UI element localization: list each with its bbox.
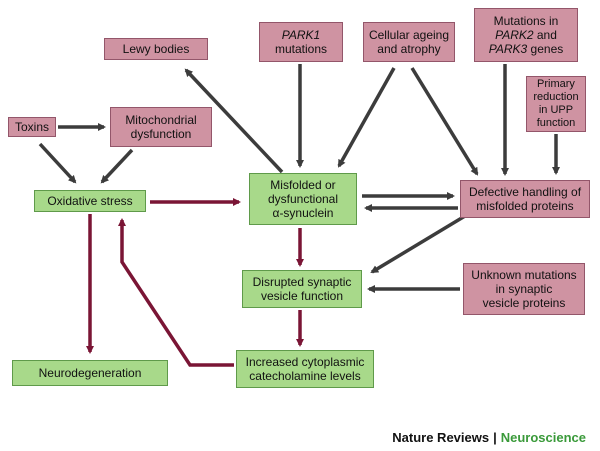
- node-increased-line2: catecholamine levels: [249, 369, 361, 383]
- node-defective-line2: misfolded proteins: [476, 199, 574, 213]
- arrow-mitochondrial-to-oxidative: [100, 148, 134, 184]
- node-disrupted-line2: vesicle function: [260, 289, 344, 303]
- node-mutations-and: and: [533, 28, 557, 42]
- node-primary-line3: in UPP: [538, 104, 574, 116]
- node-primary-line1: Primary: [537, 78, 575, 90]
- node-mitochondrial-dysfunction: Mitochondrial dysfunction: [110, 107, 212, 147]
- journal-credit: Nature Reviews|Neuroscience: [392, 430, 586, 445]
- node-misfolded-line3: α-synuclein: [272, 206, 334, 220]
- node-misfolded-alpha-synuclein: Misfolded or dysfunctional α-synuclein: [249, 173, 357, 225]
- credit-separator: |: [493, 430, 497, 445]
- node-mutations-park3: PARK3: [488, 42, 528, 56]
- arrow-increased-to-oxidative: [118, 218, 234, 367]
- node-primary-line2: reduction: [533, 91, 579, 103]
- node-disrupted-synaptic: Disrupted synaptic vesicle function: [242, 270, 362, 308]
- node-defective-line1: Defective handling of: [468, 185, 582, 199]
- arrow-ageing-to-defective: [410, 67, 479, 176]
- node-oxidative-stress: Oxidative stress: [34, 190, 146, 212]
- node-cellular-ageing-line1: Cellular ageing: [368, 28, 450, 42]
- node-mitochondrial-line2: dysfunction: [130, 127, 192, 141]
- node-oxidative-stress-label: Oxidative stress: [47, 194, 133, 208]
- node-primary-line4: function: [536, 117, 576, 129]
- node-park1-gene: PARK1: [281, 28, 321, 42]
- arrow-defective-to-disrupted: [370, 214, 466, 274]
- node-neurodegeneration-label: Neurodegeneration: [38, 366, 142, 380]
- node-park1-rest: mutations: [274, 42, 328, 56]
- node-unknown-line1: Unknown mutations: [471, 268, 577, 282]
- node-cellular-ageing: Cellular ageing and atrophy: [363, 22, 455, 62]
- node-mutations-line1: Mutations in: [493, 14, 559, 28]
- credit-field: Neuroscience: [500, 430, 586, 445]
- node-lewy-bodies: Lewy bodies: [104, 38, 208, 60]
- node-neurodegeneration: Neurodegeneration: [12, 360, 168, 386]
- node-disrupted-line1: Disrupted synaptic: [252, 275, 352, 289]
- node-mutations-park2: PARK2: [495, 28, 534, 42]
- node-mutations-genes: genes: [527, 42, 564, 56]
- node-unknown-line3: vesicle proteins: [482, 296, 566, 310]
- node-cellular-ageing-line2: and atrophy: [377, 42, 441, 56]
- node-misfolded-line2: dysfunctional: [267, 192, 339, 206]
- node-unknown-mutations: Unknown mutations in synaptic vesicle pr…: [463, 263, 585, 315]
- credit-journal: Nature Reviews: [392, 430, 490, 445]
- node-mutations-park2-park3: Mutations in PARK2 and PARK3 genes: [474, 8, 578, 62]
- node-defective-handling: Defective handling of misfolded proteins: [460, 180, 590, 218]
- node-park1-mutations: PARK1 mutations: [259, 22, 343, 62]
- arrow-misfolded-to-lewy: [184, 68, 284, 174]
- arrow-toxins-to-oxidative: [38, 142, 77, 184]
- node-unknown-line2: in synaptic: [495, 282, 553, 296]
- node-increased-line1: Increased cytoplasmic: [245, 355, 365, 369]
- node-mitochondrial-line1: Mitochondrial: [125, 113, 197, 127]
- arrow-ageing-to-misfolded: [337, 67, 396, 168]
- node-misfolded-line1: Misfolded or: [270, 178, 336, 192]
- node-primary-reduction: Primary reduction in UPP function: [526, 76, 586, 132]
- node-lewy-bodies-label: Lewy bodies: [122, 42, 190, 56]
- node-toxins-label: Toxins: [14, 120, 49, 134]
- node-toxins: Toxins: [8, 117, 56, 137]
- node-increased-cytoplasmic: Increased cytoplasmic catecholamine leve…: [236, 350, 374, 388]
